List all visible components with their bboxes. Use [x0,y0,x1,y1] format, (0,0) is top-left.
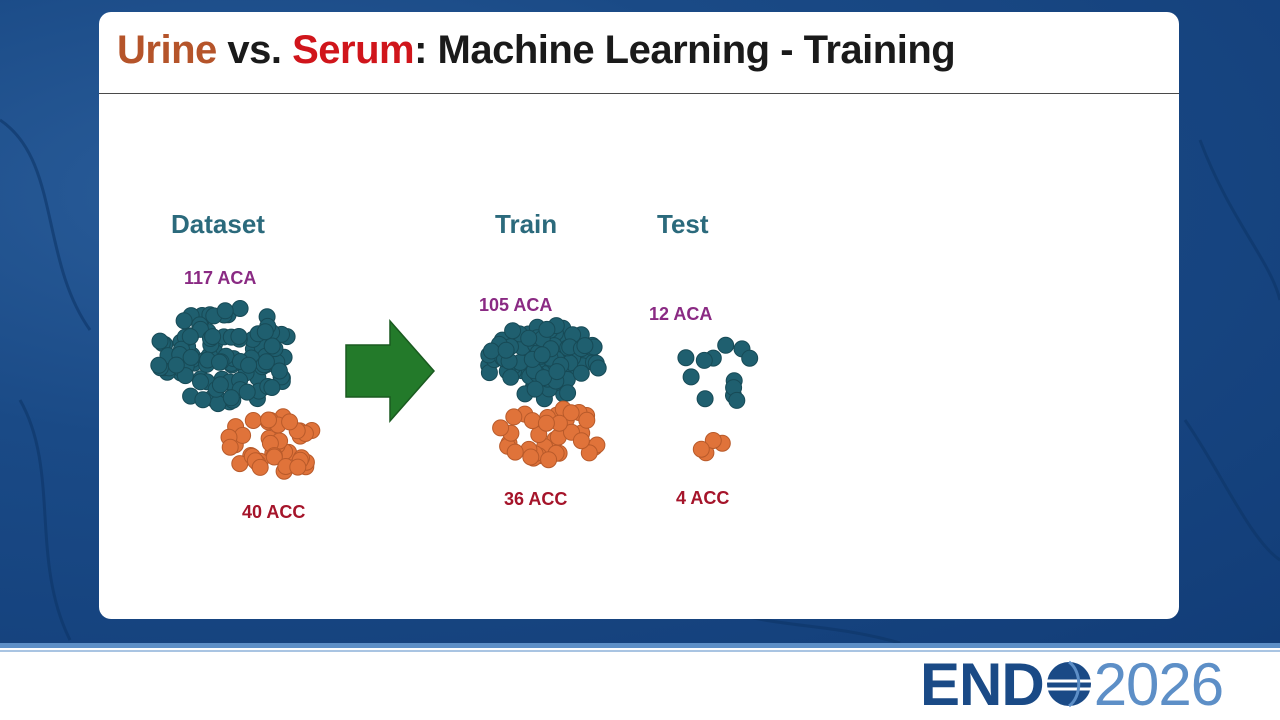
dataset-aca-dot [182,348,200,366]
test-acc-dot [692,440,710,458]
footer-stripe-thin [0,650,1280,652]
train-aca-cluster [480,317,607,408]
dataset-aca-dot [151,332,169,350]
dataset-aca-label: 117 ACA [184,268,257,288]
train-acc-dot [580,444,598,462]
dataset-aca-dot [256,323,274,341]
dataset-acc-dot [244,412,262,429]
test-aca-dot [682,368,700,386]
dataset-acc-dot [221,438,239,456]
train-aca-dot [526,380,544,398]
train-acc-dot [562,404,580,422]
train-acc-cluster [492,400,606,469]
endo-2026-logo: END 2026 [920,655,1224,715]
train-acc-dot [537,414,555,432]
train-acc-dot [506,443,524,461]
train-aca-label: 105 ACA [479,295,553,315]
test-acc-cluster [692,432,731,462]
dataset-acc-dot [281,413,299,431]
dataset-aca-dot [263,379,281,396]
train-aca-dot [497,341,515,359]
test-aca-dot [696,390,714,408]
train-acc-label: 36 ACC [504,489,568,509]
test-heading: Test [657,209,709,239]
train-aca-dot [572,364,590,382]
dataset-aca-dot [216,302,234,320]
slide-title: Urine vs. Serum: Machine Learning - Trai… [117,28,956,73]
dataset-aca-dot [167,356,185,374]
dataset-aca-dot [263,337,281,355]
dataset-aca-cluster [150,300,296,413]
train-aca-dot [502,368,520,386]
train-acc-dot [523,412,541,430]
dataset-aca-dot [231,300,249,317]
dataset-acc-dot [265,448,283,466]
dataset-aca-dot [222,389,240,407]
dataset-heading: Dataset [171,209,265,239]
train-aca-dot [520,329,538,347]
dataset-aca-dot [240,356,258,374]
train-aca-dot [559,384,577,402]
dataset-aca-dot [230,328,248,345]
train-acc-dot [522,448,540,466]
dataset-aca-dot [194,391,212,409]
split-arrow-icon [345,319,435,423]
title-serum: Serum [292,28,415,72]
dataset-acc-label: 40 ACC [242,502,306,522]
dataset-aca-dot [192,373,209,391]
dataset-acc-dot [289,458,307,476]
dataset-aca-dot [257,353,275,371]
train-aca-dot [533,346,551,364]
title-divider [99,93,1179,94]
train-aca-dot [504,322,522,340]
title-rest: : Machine Learning - Training [414,28,956,72]
logo-year: 2026 [1093,651,1224,718]
test-aca-dot [728,391,746,409]
globe-icon [1046,660,1091,708]
train-aca-dot [548,363,566,381]
train-acc-dot [572,432,590,450]
train-aca-dot [482,342,500,360]
train-heading: Train [495,209,558,239]
test-aca-dot [741,349,759,367]
dataset-aca-dot [175,312,193,330]
train-aca-dot [538,320,556,338]
dataset-aca-dot [204,328,222,346]
train-acc-dot [492,419,510,437]
title-vs: vs. [216,28,293,72]
train-acc-dot [578,411,596,429]
dataset-aca-dot [181,328,199,346]
dataset-acc-cluster [220,408,321,480]
train-acc-dot [540,451,558,469]
test-aca-cluster [677,336,759,409]
test-aca-dot [717,336,735,354]
dataset-acc-dot [251,458,269,476]
dataset-aca-dot [238,383,256,401]
dataset-aca-dot [150,356,168,374]
train-aca-dot [576,337,594,355]
dataset-aca-dot [211,353,228,371]
test-acc-dot [704,432,722,449]
background-vein-pattern [0,118,1280,643]
logo-end: END [920,651,1045,718]
train-aca-dot [589,359,607,377]
title-urine: Urine [117,28,217,72]
test-aca-dot [677,349,695,367]
train-acc-dot [505,408,523,426]
slide-card [99,12,1179,619]
test-aca-label: 12 ACA [649,304,713,324]
dataset-aca-dot [270,362,288,380]
footer-stripe [0,643,1280,648]
test-aca-dot [695,351,713,369]
dataset-aca-dot [211,376,229,394]
dataset-acc-dot [260,411,277,429]
test-acc-label: 4 ACC [676,488,730,508]
